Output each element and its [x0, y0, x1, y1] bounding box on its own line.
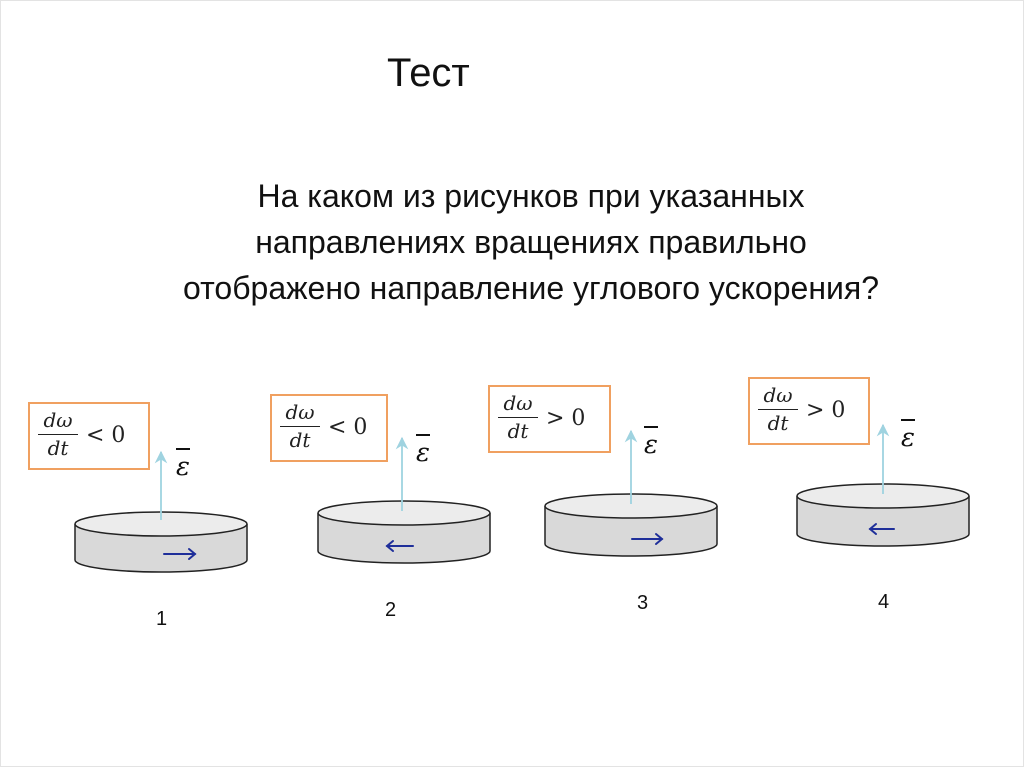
slide-title: Тест [387, 51, 470, 95]
figure-3-epsilon-label: ε [644, 426, 658, 458]
figure-2-rotation-arrow-left [385, 540, 414, 552]
derivative-fraction: dω dt [758, 383, 798, 436]
derivative-fraction: dω dt [498, 391, 538, 444]
figure-1-number: 1 [156, 608, 168, 630]
figure-1-condition-box: dω dt < 0 [28, 402, 150, 470]
figure-2-epsilon-label: ε [416, 434, 430, 466]
figure-2-disk [317, 500, 491, 564]
fraction-denominator: dt [289, 428, 311, 452]
figure-4-number: 4 [878, 591, 890, 613]
figure-3-disk [544, 493, 718, 557]
question-line: направлениях вращениях правильно [255, 224, 807, 260]
figure-4-epsilon-label: ε [901, 419, 915, 451]
figure-1-rotation-arrow-right [163, 548, 197, 560]
figure-4-disk [796, 483, 970, 547]
figure-3-condition-box: dω dt > 0 [488, 385, 611, 453]
question-text: На каком из рисунков при указанных напра… [61, 173, 1001, 311]
figure-4-rotation-arrow-left [868, 523, 895, 535]
condition-relation: > 0 [806, 398, 846, 423]
figure-4-condition-box: dω dt > 0 [748, 377, 870, 445]
figure-2-number: 2 [385, 599, 397, 621]
fraction-numerator: dω [498, 391, 538, 418]
fraction-numerator: dω [280, 400, 320, 427]
derivative-fraction: dω dt [280, 400, 320, 453]
figure-3-rotation-arrow-right [631, 533, 664, 545]
derivative-fraction: dω dt [38, 408, 78, 461]
figure-3-number: 3 [637, 592, 649, 614]
condition-relation: < 0 [86, 423, 126, 448]
fraction-denominator: dt [767, 411, 789, 435]
condition-relation: < 0 [328, 415, 368, 440]
figure-2-condition-box: dω dt < 0 [270, 394, 388, 462]
condition-relation: > 0 [546, 406, 586, 431]
figure-1-epsilon-label: ε [176, 448, 190, 480]
fraction-numerator: dω [38, 408, 78, 435]
question-line: На каком из рисунков при указанных [257, 178, 805, 214]
fraction-denominator: dt [47, 436, 69, 460]
fraction-denominator: dt [507, 419, 529, 443]
figure-1-disk [74, 511, 248, 573]
question-line: отображено направление углового ускорени… [183, 270, 879, 306]
fraction-numerator: dω [758, 383, 798, 410]
